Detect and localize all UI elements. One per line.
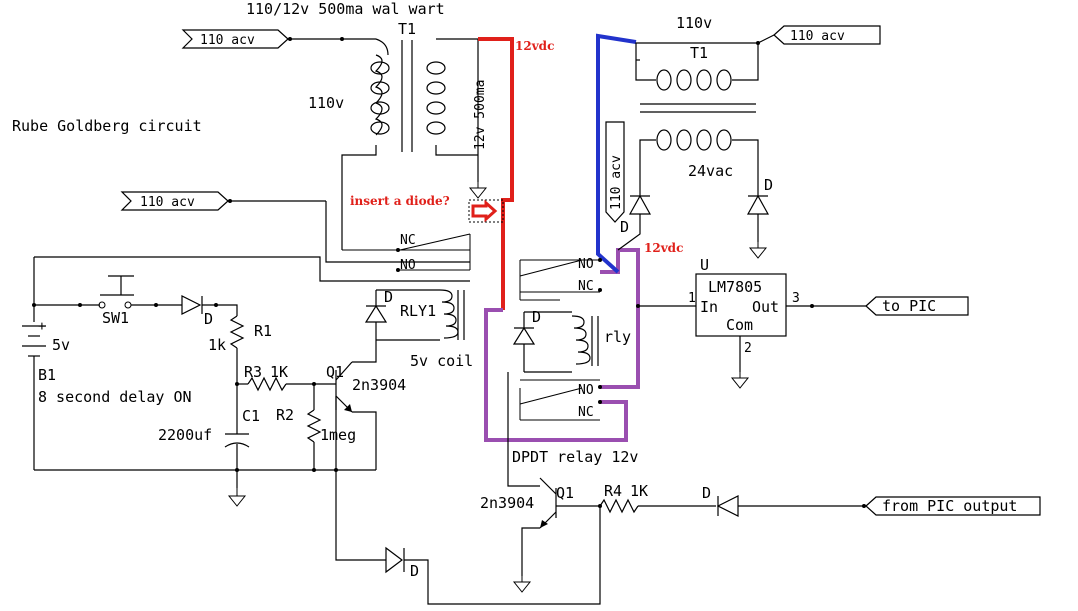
svg-text:2: 2 (744, 341, 752, 356)
svg-text:NC: NC (578, 405, 594, 420)
svg-text:NO: NO (578, 383, 594, 398)
wire-blue (596, 33, 637, 274)
svg-text:NO: NO (400, 258, 416, 273)
wire-purple-left (484, 308, 628, 442)
port-110acv-top-right: 110 acv (773, 25, 881, 45)
svg-text:R4: R4 (604, 482, 622, 500)
port-110acv-top-left: 110 acv (181, 29, 289, 49)
svg-text:2n3904: 2n3904 (352, 376, 406, 394)
port-110acv-vertical: 110 acv (605, 121, 625, 223)
diode-d-bottom: D (385, 546, 419, 580)
svg-text:T1: T1 (398, 20, 416, 38)
svg-text:U: U (700, 256, 709, 274)
svg-text:R2: R2 (276, 406, 294, 424)
svg-text:110 acv: 110 acv (140, 195, 195, 210)
svg-text:110 acv: 110 acv (609, 155, 624, 210)
svg-text:RLY1: RLY1 (400, 302, 436, 320)
label-insert-diode: insert a diode? (350, 194, 450, 208)
rly1-coil: RLY1 5v coil (400, 289, 473, 370)
svg-text:110 acv: 110 acv (200, 33, 255, 48)
svg-text:1meg: 1meg (320, 426, 356, 444)
battery-b1: + 5v B1 (22, 319, 70, 384)
svg-text:24vac: 24vac (688, 162, 733, 180)
svg-text:SW1: SW1 (102, 309, 129, 327)
regulator-lm7805: U LM7805 In Out Com 1 3 2 (688, 256, 800, 356)
svg-text:D: D (384, 288, 393, 306)
svg-text:1K: 1K (630, 482, 648, 500)
label-12vdc-mid: 12vdc (644, 241, 683, 255)
port-from-pic: from PIC output (865, 496, 1041, 516)
diode-d-left: D (181, 295, 213, 328)
svg-text:Q1: Q1 (326, 363, 344, 381)
port-110acv-mid-left: 110 acv (120, 191, 229, 211)
wire-purple-right (600, 248, 640, 389)
svg-text:Q1: Q1 (556, 484, 574, 502)
rly1-contacts: NC NO (342, 233, 471, 273)
svg-text:12v 500ma: 12v 500ma (473, 80, 488, 150)
diode-d-right: D (746, 176, 773, 215)
insert-diode-marker (468, 199, 504, 223)
resistor-r2: R2 1meg (276, 406, 356, 444)
svg-text:C1: C1 (242, 407, 260, 425)
svg-text:from PIC output: from PIC output (882, 497, 1017, 515)
circuit-label: Rube Goldberg circuit (12, 117, 202, 135)
svg-text:2n3904: 2n3904 (480, 494, 534, 512)
svg-text:5v coil: 5v coil (410, 352, 473, 370)
svg-text:Out: Out (752, 298, 779, 316)
diode-d-pic: D (702, 484, 739, 517)
svg-text:to PIC: to PIC (882, 297, 936, 315)
transformer-t1-left: T1 110v 12v 500ma (308, 20, 488, 250)
delay-label: 8 second delay ON (38, 388, 192, 406)
resistor-r4: R4 1K (599, 482, 648, 514)
svg-text:Com: Com (726, 316, 753, 334)
wire-12vdc-red (478, 37, 514, 310)
rly1-diode: D (364, 288, 393, 323)
svg-text:2200uf: 2200uf (158, 426, 212, 444)
svg-text:1k: 1k (208, 336, 226, 354)
svg-text:D: D (620, 218, 629, 236)
svg-text:D: D (532, 308, 541, 326)
svg-text:3: 3 (792, 291, 800, 306)
svg-text:DPDT relay 12v: DPDT relay 12v (512, 448, 638, 466)
svg-text:D: D (204, 310, 213, 328)
resistor-r1: R1 1k (208, 315, 272, 354)
switch-sw1: SW1 (98, 275, 134, 327)
transformer-t1-right: 110v T1 24vac (635, 14, 759, 196)
svg-text:D: D (764, 176, 773, 194)
svg-text:NC: NC (400, 233, 416, 248)
svg-text:rly: rly (604, 328, 631, 346)
svg-text:110 acv: 110 acv (790, 29, 845, 44)
svg-text:NC: NC (578, 279, 594, 294)
svg-text:LM7805: LM7805 (708, 278, 762, 296)
svg-text:+: + (38, 319, 46, 334)
svg-text:1K: 1K (270, 363, 288, 381)
svg-text:D: D (410, 562, 419, 580)
svg-text:R1: R1 (254, 322, 272, 340)
svg-text:B1: B1 (38, 366, 56, 384)
transistor-q1-top: Q1 2n3904 (326, 361, 406, 413)
svg-text:5v: 5v (52, 336, 70, 354)
dpdt-relay: NO NC D rly NO NC DPDT relay 12v (512, 257, 638, 466)
port-to-pic: to PIC (865, 296, 969, 316)
svg-text:D: D (702, 484, 711, 502)
transistor-q1-bottom: Q1 2n3904 (480, 477, 574, 529)
svg-text:NO: NO (578, 257, 594, 272)
title: 110/12v 500ma wal wart (246, 0, 445, 18)
resistor-r3: R3 1K (244, 363, 288, 392)
svg-text:1: 1 (688, 291, 696, 306)
svg-text:110v: 110v (308, 94, 344, 112)
label-12vdc-top: 12vdc (515, 39, 554, 53)
svg-text:110v: 110v (676, 14, 712, 32)
svg-text:T1: T1 (690, 44, 708, 62)
svg-text:In: In (700, 298, 718, 316)
capacitor-c1: 2200uf C1 (158, 407, 260, 448)
svg-text:R3: R3 (244, 363, 262, 381)
